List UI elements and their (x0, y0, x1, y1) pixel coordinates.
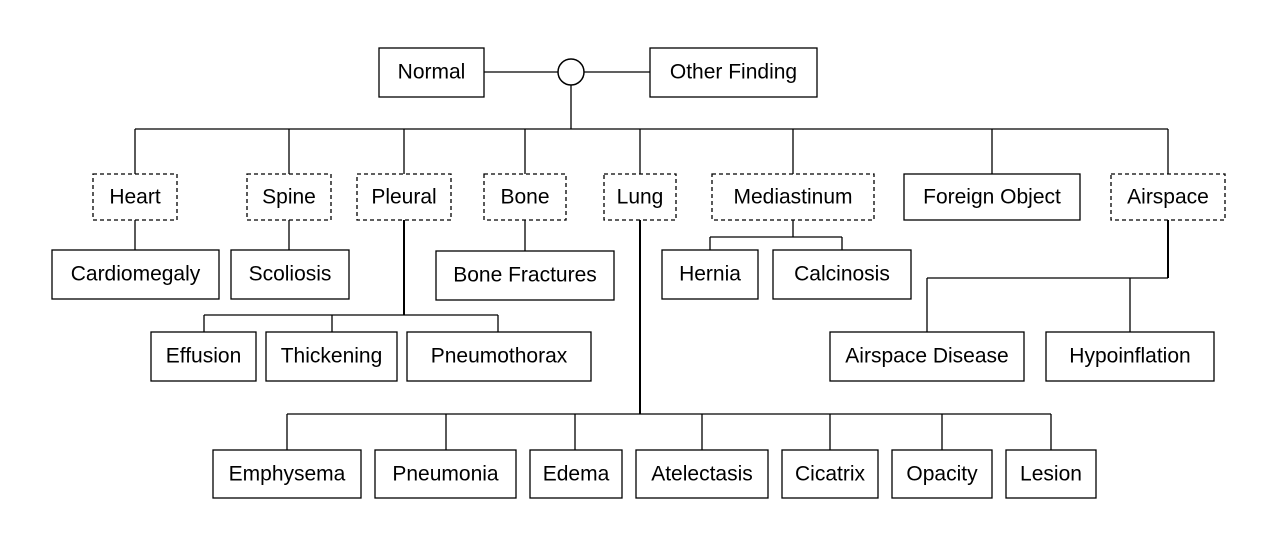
node-cicatrix-label: Cicatrix (795, 463, 866, 486)
node-normal: Normal (378, 47, 485, 98)
node-edema-label: Edema (543, 463, 610, 486)
node-hypoinflation-label: Hypoinflation (1069, 345, 1190, 368)
node-foreign-object: Foreign Object (903, 173, 1081, 221)
root-junction-circle (557, 58, 585, 86)
node-effusion-label: Effusion (166, 345, 242, 368)
node-airspace-disease-label: Airspace Disease (845, 345, 1008, 368)
node-thickening-label: Thickening (281, 345, 383, 368)
node-pneumonia: Pneumonia (374, 449, 517, 499)
node-foreign-object-label: Foreign Object (923, 186, 1061, 209)
node-lung-label: Lung (617, 186, 664, 209)
node-cicatrix: Cicatrix (781, 449, 879, 499)
node-airspace: Airspace (1110, 173, 1226, 221)
node-atelectasis-label: Atelectasis (651, 463, 753, 486)
node-bone-fractures-label: Bone Fractures (453, 264, 597, 287)
node-calcinosis-label: Calcinosis (794, 263, 890, 286)
node-thickening: Thickening (265, 331, 398, 382)
node-mediastinum-label: Mediastinum (733, 186, 852, 209)
node-heart-label: Heart (109, 186, 161, 209)
node-pleural-label: Pleural (371, 186, 436, 209)
node-atelectasis: Atelectasis (635, 449, 769, 499)
node-emphysema-label: Emphysema (229, 463, 346, 486)
node-spine: Spine (246, 173, 332, 221)
node-emphysema: Emphysema (212, 449, 362, 499)
node-lung: Lung (603, 173, 677, 221)
node-airspace-disease: Airspace Disease (829, 331, 1025, 382)
node-calcinosis: Calcinosis (772, 249, 912, 300)
node-normal-label: Normal (398, 61, 466, 84)
node-other-finding-label: Other Finding (670, 61, 797, 84)
node-cardiomegaly-label: Cardiomegaly (71, 263, 201, 286)
node-mediastinum: Mediastinum (711, 173, 875, 221)
connector-lines (134, 71, 1169, 450)
node-pneumothorax: Pneumothorax (406, 331, 592, 382)
node-bone-fractures: Bone Fractures (435, 250, 615, 301)
node-cardiomegaly: Cardiomegaly (51, 249, 220, 300)
node-opacity: Opacity (891, 449, 993, 499)
node-bone-label: Bone (500, 186, 549, 209)
node-edema: Edema (529, 449, 623, 499)
node-lesion: Lesion (1005, 449, 1097, 499)
node-pneumothorax-label: Pneumothorax (431, 345, 568, 368)
node-airspace-label: Airspace (1127, 186, 1209, 209)
node-scoliosis-label: Scoliosis (249, 263, 332, 286)
node-hypoinflation: Hypoinflation (1045, 331, 1215, 382)
node-scoliosis: Scoliosis (230, 249, 350, 300)
node-pleural: Pleural (356, 173, 452, 221)
node-spine-label: Spine (262, 186, 316, 209)
node-hernia-label: Hernia (679, 263, 741, 286)
node-pneumonia-label: Pneumonia (392, 463, 499, 486)
node-opacity-label: Opacity (906, 463, 978, 486)
node-heart: Heart (92, 173, 178, 221)
node-bone: Bone (483, 173, 567, 221)
node-lesion-label: Lesion (1020, 463, 1082, 486)
node-effusion: Effusion (150, 331, 257, 382)
node-hernia: Hernia (661, 249, 759, 300)
node-other-finding: Other Finding (649, 47, 818, 98)
